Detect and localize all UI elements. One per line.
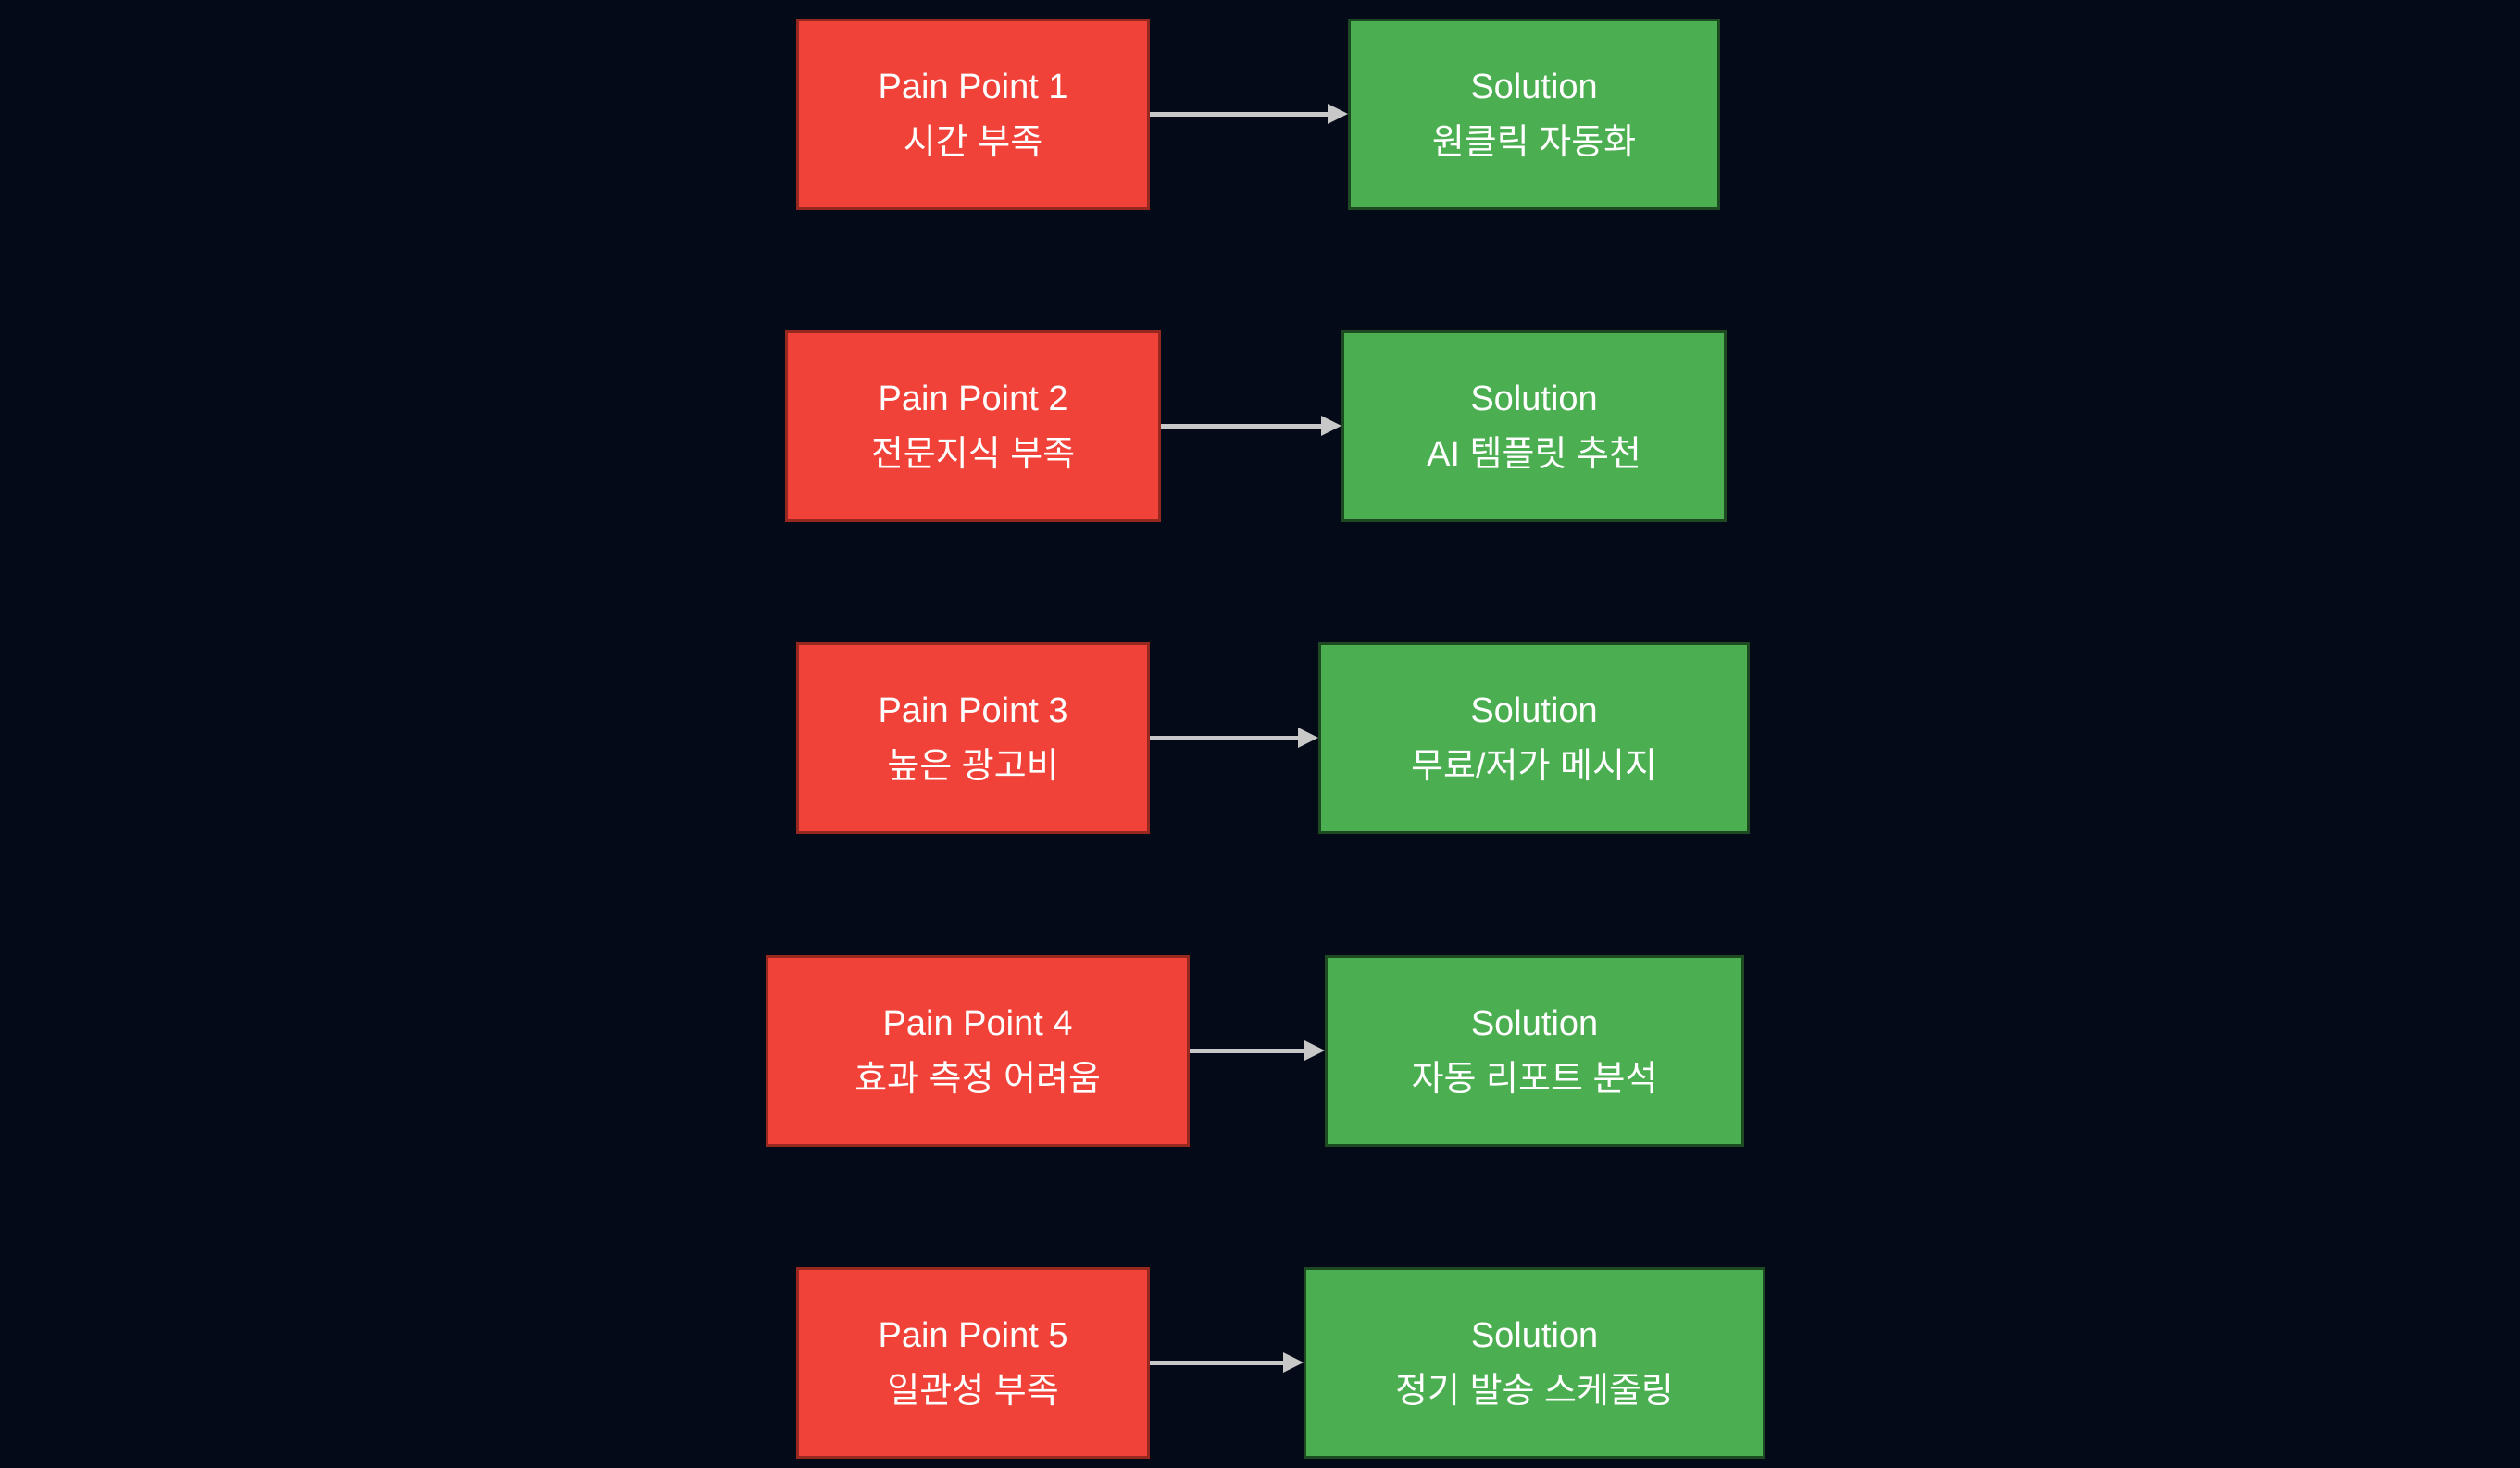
pain-point-title: Pain Point 4 xyxy=(882,1003,1073,1043)
arrow-connector xyxy=(1190,1040,1325,1062)
arrow-head-icon xyxy=(1304,1040,1325,1061)
arrow-line xyxy=(1150,112,1328,117)
solution-subtitle: 자동 리포트 분석 xyxy=(1411,1059,1658,1099)
arrow-connector xyxy=(1150,1352,1304,1374)
pain-point-subtitle: 전문지식 부족 xyxy=(870,434,1076,474)
solution-node: Solution AI 템플릿 추천 xyxy=(1341,330,1727,522)
pain-point-subtitle: 일관성 부족 xyxy=(887,1371,1059,1411)
pain-point-node: Pain Point 3 높은 광고비 xyxy=(796,642,1150,834)
pain-point-node: Pain Point 5 일관성 부족 xyxy=(796,1267,1150,1459)
solution-node: Solution 정기 발송 스케줄링 xyxy=(1304,1267,1765,1459)
solution-title: Solution xyxy=(1470,1003,1599,1043)
solution-node: Solution 자동 리포트 분석 xyxy=(1325,955,1744,1147)
pain-point-title: Pain Point 2 xyxy=(878,379,1068,418)
pain-point-node: Pain Point 4 효과 측정 어려움 xyxy=(766,955,1190,1147)
arrow-connector xyxy=(1150,104,1348,125)
solution-subtitle: 무료/저가 메시지 xyxy=(1411,746,1657,786)
pain-point-node: Pain Point 2 전문지식 부족 xyxy=(785,330,1161,522)
diagram-row: Pain Point 3 높은 광고비 Solution 무료/저가 메시지 xyxy=(0,642,2520,834)
solution-node: Solution 무료/저가 메시지 xyxy=(1318,642,1750,834)
solution-title: Solution xyxy=(1470,67,1598,106)
solution-node: Solution 원클릭 자동화 xyxy=(1348,19,1720,210)
solution-title: Solution xyxy=(1470,690,1598,730)
arrow-connector xyxy=(1150,728,1318,749)
pain-point-node: Pain Point 1 시간 부족 xyxy=(796,19,1150,210)
arrow-head-icon xyxy=(1298,728,1318,748)
pain-point-subtitle: 시간 부족 xyxy=(903,122,1043,162)
pain-point-subtitle: 효과 측정 어려움 xyxy=(855,1059,1101,1099)
arrow-line xyxy=(1190,1049,1304,1053)
pain-point-title: Pain Point 5 xyxy=(878,1315,1068,1355)
arrow-head-icon xyxy=(1328,104,1348,124)
solution-title: Solution xyxy=(1470,1315,1599,1355)
arrow-line xyxy=(1150,736,1298,740)
diagram-row: Pain Point 5 일관성 부족 Solution 정기 발송 스케줄링 xyxy=(0,1267,2520,1459)
diagram-row: Pain Point 1 시간 부족 Solution 원클릭 자동화 xyxy=(0,19,2520,210)
arrow-connector xyxy=(1161,416,1341,437)
arrow-head-icon xyxy=(1321,416,1341,436)
arrow-head-icon xyxy=(1283,1352,1304,1373)
pain-point-title: Pain Point 1 xyxy=(878,67,1068,106)
arrow-line xyxy=(1150,1361,1283,1365)
solution-subtitle: 원클릭 자동화 xyxy=(1431,122,1637,162)
pain-point-title: Pain Point 3 xyxy=(878,690,1068,730)
arrow-line xyxy=(1161,424,1321,429)
solution-title: Solution xyxy=(1470,379,1598,418)
diagram-row: Pain Point 4 효과 측정 어려움 Solution 자동 리포트 분… xyxy=(0,955,2520,1147)
pain-point-subtitle: 높은 광고비 xyxy=(887,746,1059,786)
solution-subtitle: 정기 발송 스케줄링 xyxy=(1395,1371,1674,1411)
diagram-row: Pain Point 2 전문지식 부족 Solution AI 템플릿 추천 xyxy=(0,330,2520,522)
solution-subtitle: AI 템플릿 추천 xyxy=(1427,434,1641,474)
